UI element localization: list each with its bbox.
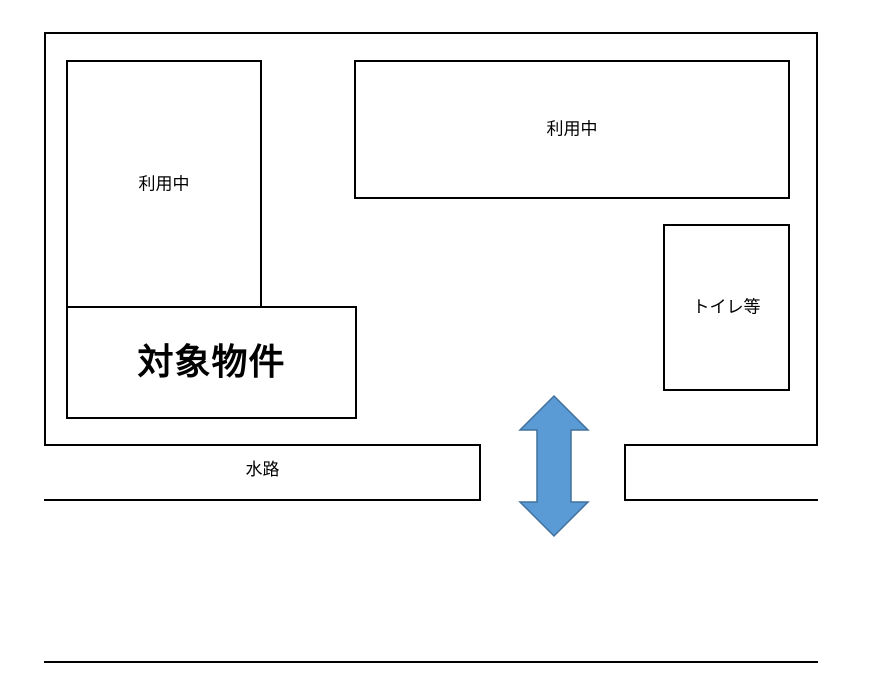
waterway-divider-left	[479, 444, 481, 501]
waterway-label: 水路	[245, 460, 280, 480]
toilet-block-label: トイレ等	[692, 297, 761, 317]
waterway-bottom-right	[624, 499, 818, 501]
in-use-building-top-label: 利用中	[546, 119, 598, 139]
target-property-label: 対象物件	[137, 341, 286, 383]
site-boundary-top	[44, 32, 818, 34]
waterway-bottom-left	[44, 499, 481, 501]
in-use-building-left: 利用中	[66, 60, 262, 310]
waterway-divider-right	[624, 444, 626, 501]
entrance-arrow-icon	[518, 394, 590, 538]
in-use-building-top: 利用中	[354, 60, 790, 199]
site-boundary-bottom-left	[44, 444, 481, 446]
target-property: 対象物件	[66, 306, 357, 419]
entrance-arrow-shape	[518, 394, 590, 538]
road-bottom-line	[44, 661, 818, 663]
site-boundary-right	[816, 32, 818, 446]
toilet-block: トイレ等	[663, 224, 790, 391]
site-boundary-bottom-right	[624, 444, 818, 446]
in-use-building-left-label: 利用中	[138, 174, 190, 195]
site-boundary-left	[44, 32, 46, 446]
